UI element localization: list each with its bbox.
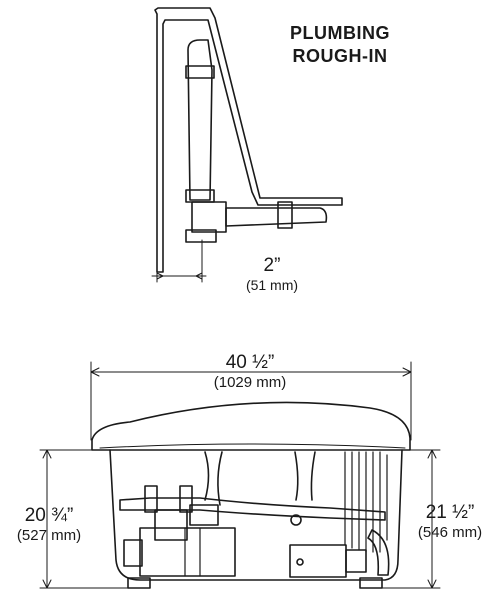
- length-dimension-label: 40 ½” (1029 mm): [180, 352, 320, 391]
- horizontal-drain: [225, 207, 328, 227]
- suction-pipe: [119, 497, 386, 521]
- control-box-cap: [345, 549, 367, 573]
- tee-collar: [185, 229, 217, 243]
- front-view: [39, 361, 441, 589]
- offset-dimension-label: 2” (51 mm): [232, 255, 312, 294]
- pump-body: [154, 509, 188, 541]
- height-right-imperial: 21 ½”: [425, 502, 475, 523]
- height-right-dimension-label: 21 ½” (546 mm): [400, 502, 500, 541]
- diagram-title: PLUMBING ROUGH-IN: [270, 22, 410, 68]
- pipe-coupling-upper: [185, 65, 215, 79]
- length-imperial: 40 ½”: [225, 352, 275, 373]
- height-left-dimension-label: 20 ¾” (527 mm): [0, 505, 98, 544]
- waste-tee: [191, 201, 227, 233]
- pipe-union: [144, 485, 158, 513]
- drain-elbow: [367, 529, 390, 576]
- hose-4: [310, 451, 316, 501]
- tub-shell: [109, 449, 403, 581]
- height-left-imperial: 20 ¾”: [24, 505, 74, 526]
- tub-foot-right: [359, 577, 383, 589]
- pump-inlet: [123, 539, 143, 567]
- drain-pipe: [187, 39, 213, 201]
- offset-imperial: 2”: [263, 255, 281, 276]
- tub-foot-left: [127, 577, 151, 589]
- motor: [139, 527, 236, 577]
- pipe-union-2: [179, 485, 193, 513]
- offset-metric: (51 mm): [245, 277, 299, 293]
- title-line-2: ROUGH-IN: [292, 46, 388, 66]
- rim-inner-line: [99, 443, 406, 449]
- tub-rim: [91, 401, 411, 451]
- hose-1: [204, 451, 210, 501]
- title-line-1: PLUMBING: [290, 23, 390, 43]
- length-metric: (1029 mm): [213, 374, 287, 391]
- check-valve: [290, 514, 302, 526]
- height-left-metric: (527 mm): [16, 527, 82, 544]
- hose-3: [294, 451, 299, 501]
- side-section-view: [151, 7, 343, 283]
- hose-2: [217, 451, 223, 506]
- height-right-metric: (546 mm): [417, 524, 483, 541]
- tub-wall-profile: [154, 7, 343, 273]
- control-box: [289, 544, 347, 578]
- drain-clamp: [277, 201, 293, 229]
- motor-housing: [189, 504, 219, 526]
